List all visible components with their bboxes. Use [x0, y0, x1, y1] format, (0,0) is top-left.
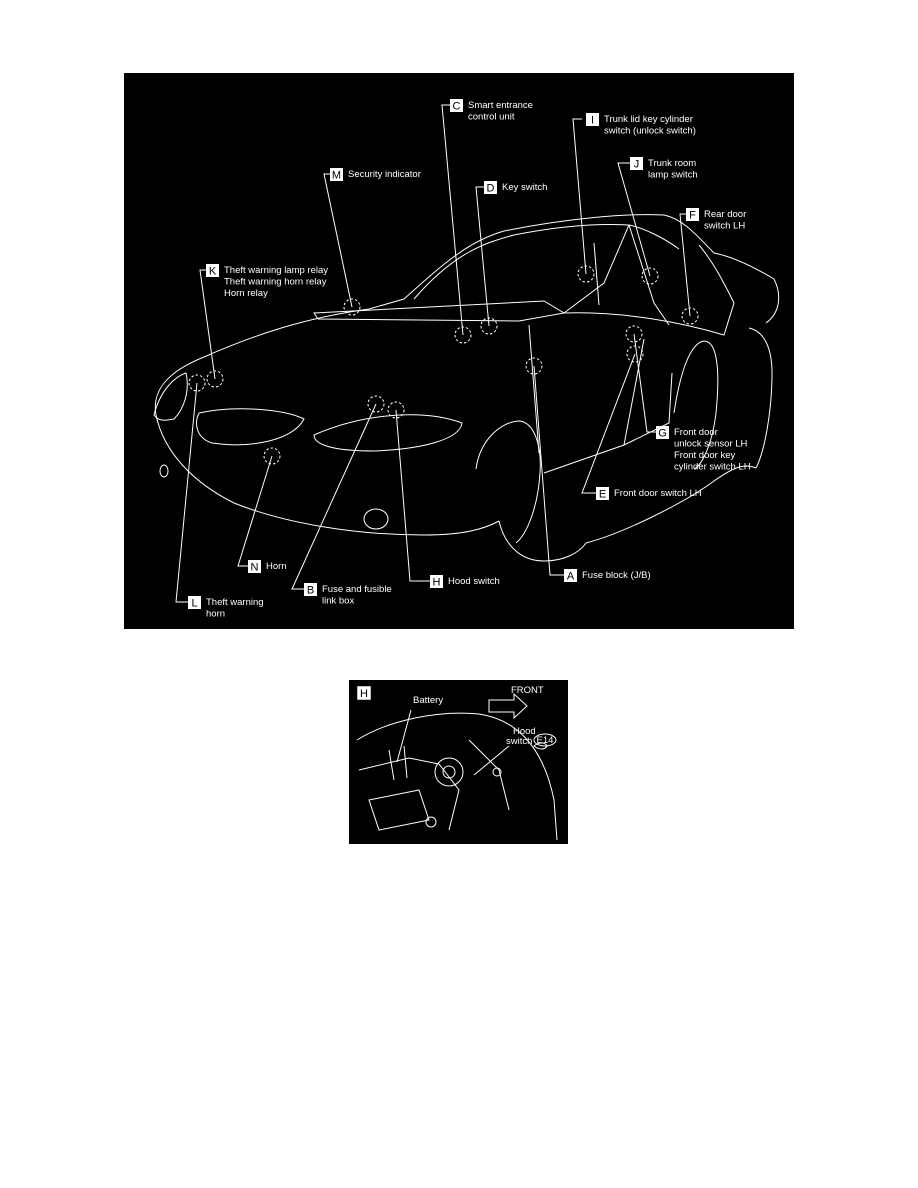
callout-tag-box	[188, 596, 201, 609]
callout-tag-letter: J	[634, 159, 640, 171]
callout-tag-letter: K	[209, 266, 217, 278]
callout-tag-letter: N	[251, 562, 259, 574]
callout-tag-box	[656, 426, 669, 439]
callout-tag-box	[450, 99, 463, 112]
callout-tag-letter: G	[658, 428, 667, 440]
callout-label-line: Key switch	[502, 182, 547, 193]
callout-tag-box	[304, 583, 317, 596]
callout-tag-box	[596, 487, 609, 500]
callout-label-line: control unit	[468, 112, 515, 123]
callout-d: D Key switch	[484, 181, 547, 195]
leader-lines	[175, 104, 691, 603]
callout-m: M Security indicator	[330, 168, 421, 182]
callout-tag-box	[430, 575, 443, 588]
callout-label-line: Hood switch	[448, 576, 500, 587]
callout-tag-box	[564, 569, 577, 582]
callout-label-line: switch LH	[704, 221, 745, 232]
front-label: FRONT	[511, 685, 544, 696]
hood-switch-label-2: switch	[506, 736, 532, 747]
callout-tag-box	[206, 264, 219, 277]
callout-label-line: Theft warning horn relay	[224, 277, 327, 288]
callout-label-line: Theft warning	[206, 597, 264, 608]
callout-tag-letter: H	[433, 577, 441, 589]
callout-tag-letter: B	[307, 585, 314, 597]
callout-tag-box	[248, 560, 261, 573]
callout-label-line: Fuse and fusible	[322, 584, 392, 595]
callout-e: E Front door switch LH	[596, 487, 702, 501]
callout-tag-letter: C	[453, 101, 461, 113]
callout-label-line: horn	[206, 609, 225, 620]
callout-n: N Horn	[248, 560, 287, 574]
callout-label-line: Trunk lid key cylinder	[604, 114, 693, 125]
callout-label-line: Smart entrance	[468, 100, 533, 111]
hood-switch-detail: H Battery FRONT Hood switch E14	[349, 680, 568, 844]
car-outline	[153, 214, 780, 562]
callout-tag-letter: I	[591, 115, 594, 127]
callout-label-line: Front door	[674, 427, 718, 438]
callout-tag-letter: F	[689, 210, 696, 222]
connector-label: E14	[537, 735, 554, 746]
callout-tag-letter: M	[332, 170, 341, 182]
callout-label-line: lamp switch	[648, 170, 698, 181]
callout-label-line: Front door switch LH	[614, 488, 702, 499]
engine-bay-drawing	[356, 692, 558, 841]
callout-tag-letter: A	[567, 571, 575, 583]
callout-tag-box	[686, 208, 699, 221]
callout-tag-box	[586, 113, 599, 126]
callout-label-line: Rear door	[704, 209, 746, 220]
callout-label-line: Theft warning lamp relay	[224, 265, 328, 276]
callout-label-line: Horn	[266, 561, 287, 572]
detail-tag: H	[356, 685, 372, 701]
callout-label-line: Security indicator	[348, 169, 421, 180]
component-markers	[188, 265, 699, 465]
connector-e14-badge: E14	[533, 733, 557, 747]
callout-tag-letter: L	[191, 598, 197, 610]
callout-tag-box	[630, 157, 643, 170]
callout-tag-box	[330, 168, 343, 181]
callout-label-line: Fuse block (J/B)	[582, 570, 651, 581]
callout-label-line: Front door key	[674, 450, 735, 461]
battery-label: Battery	[413, 695, 443, 706]
callout-a: A Fuse block (J/B)	[564, 569, 651, 583]
detail-tag-letter: H	[360, 688, 368, 700]
callout-tag-box	[484, 181, 497, 194]
engine-bay-illustration: H Battery FRONT Hood switch E14	[356, 685, 558, 841]
callout-label-line: cylinder switch LH	[674, 462, 751, 473]
callout-label-line: switch (unlock switch)	[604, 126, 696, 137]
hood-switch-label-1: Hood	[513, 726, 536, 737]
callout-label-line: link box	[322, 596, 354, 607]
callout-label-line: Trunk room	[648, 158, 696, 169]
callout-label-line: Horn relay	[224, 288, 268, 299]
callout-tag-letter: E	[599, 489, 606, 501]
callout-tag-letter: D	[487, 183, 495, 195]
callout-label-line: unlock sensor LH	[674, 439, 748, 450]
callout-h: H Hood switch	[430, 575, 500, 589]
